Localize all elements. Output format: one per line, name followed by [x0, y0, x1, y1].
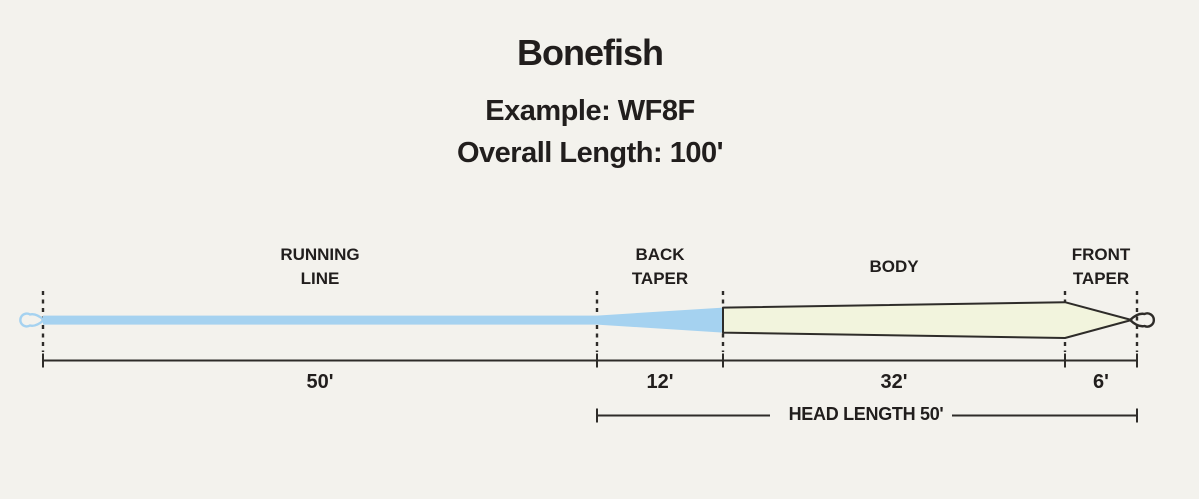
- length-label-front-taper: 6': [1093, 371, 1109, 393]
- back-welded-loop-icon: [19, 312, 46, 328]
- back-taper-segment: [597, 307, 723, 333]
- page-title: Bonefish: [516, 32, 664, 73]
- section-label-running-line: RUNNING LINE: [280, 245, 360, 288]
- section-label-front-taper: FRONT TAPER: [1071, 245, 1131, 288]
- length-label-running-line: 50': [306, 371, 334, 393]
- section-boundary-lines: [41, 291, 1139, 352]
- length-label-back-taper: 12': [646, 371, 674, 393]
- subtitle-example: Example: WF8F: [485, 95, 695, 127]
- measurement-scale: [42, 353, 1138, 368]
- head-length-bracket: [596, 408, 1138, 423]
- head-length-label: HEAD LENGTH 50': [788, 404, 944, 424]
- length-label-body: 32': [880, 371, 908, 393]
- section-label-back-taper: BACK TAPER: [631, 245, 689, 288]
- body-front-taper-segment: [722, 301, 1133, 339]
- front-welded-loop-icon: [1128, 312, 1155, 328]
- subtitle-overall-length: Overall Length: 100': [456, 137, 724, 169]
- running-line-segment: [43, 315, 597, 325]
- section-label-body: BODY: [869, 257, 919, 276]
